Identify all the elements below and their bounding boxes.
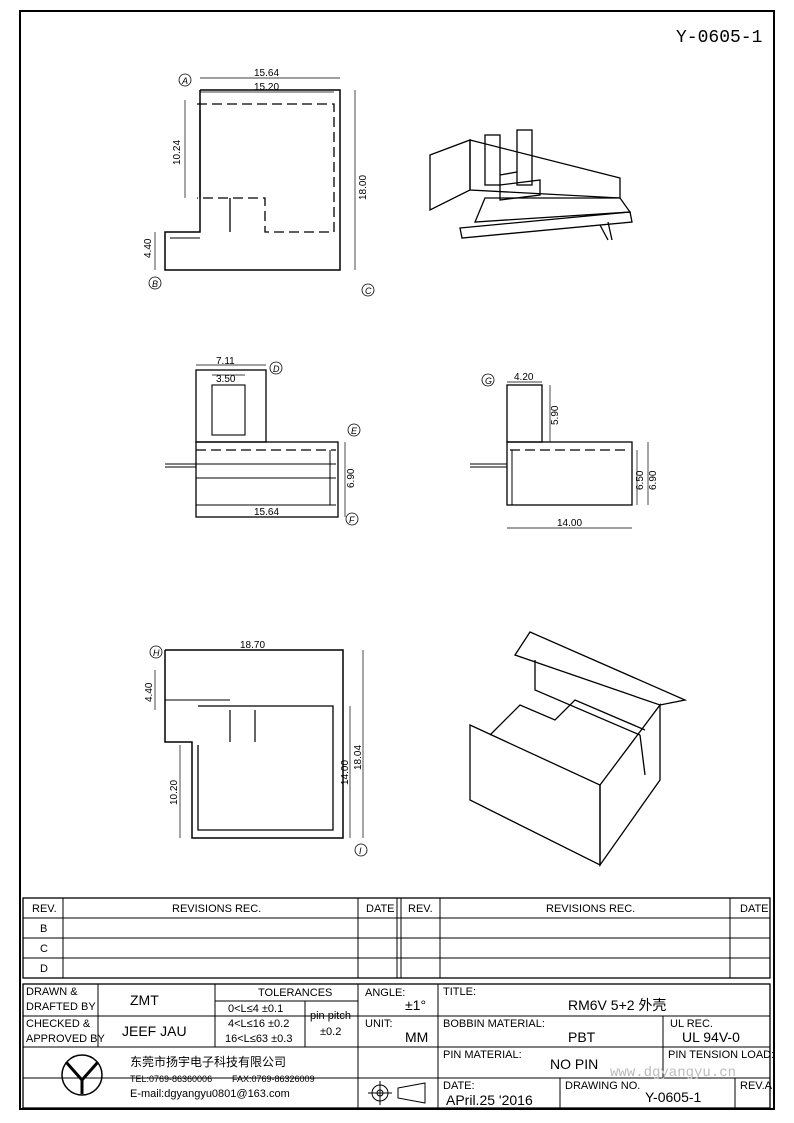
date-label: DATE:	[443, 1080, 475, 1092]
drawn-value: ZMT	[130, 992, 159, 1008]
tolerance-2: 4<L≤16 ±0.2	[228, 1018, 290, 1030]
dim-side-h-inner: 6.50	[635, 470, 646, 490]
rev-a-label: REV.A	[740, 1080, 773, 1092]
company-name: 东莞市扬宇电子科技有限公司	[130, 1055, 287, 1069]
angle-value: ±1°	[405, 997, 427, 1013]
title-block-lines	[22, 983, 771, 1109]
rev-row-b: B	[40, 923, 48, 935]
watermark: www.dgyangyu.cn	[610, 1065, 737, 1081]
dim-bottom-h-outer: 18.04	[353, 745, 364, 770]
dim-front-w-tab: 7.11	[216, 356, 235, 367]
label-d: D	[273, 364, 280, 374]
label-g: G	[485, 376, 492, 386]
revisions-table	[22, 897, 771, 979]
ul-label: UL REC.	[670, 1018, 713, 1030]
rev-desc-header-left: REVISIONS REC.	[172, 903, 262, 915]
bottom-view: 18.70 4.40 10.20 14.00 18.04 H I	[144, 640, 368, 857]
drawing-number-top: Y-0605-1	[676, 28, 763, 48]
checked-label-1: CHECKED &	[26, 1018, 91, 1030]
drawing-no-value: Y-0605-1	[645, 1089, 702, 1105]
tolerance-1: 0<L≤4 ±0.1	[228, 1003, 284, 1015]
dim-front-h: 6.90	[346, 468, 357, 488]
dim-front-w-base: 15.64	[254, 507, 279, 518]
unit-label: UNIT:	[365, 1018, 393, 1030]
unit-value: MM	[405, 1029, 429, 1045]
top-view: 15.64 15.20 10.24 18.00 4.40 A B C	[143, 68, 375, 297]
dim-top-w-outer: 15.64	[254, 68, 279, 79]
checked-value: JEEF JAU	[122, 1023, 187, 1039]
dim-top-h-left: 10.24	[172, 140, 183, 165]
dim-side-h-tab: 5.90	[550, 405, 561, 425]
dim-bottom-h-inner: 14.00	[340, 760, 351, 785]
tolerances-label: TOLERANCES	[258, 987, 333, 999]
drawing-sheet	[19, 10, 775, 1110]
label-b: B	[152, 279, 158, 289]
title-value: RM6V 5+2 外壳	[568, 997, 667, 1013]
rev-row-d: D	[40, 963, 48, 975]
rev-header-right: REV.	[408, 903, 433, 915]
pin-pitch-label: pin pitch	[310, 1010, 351, 1022]
dim-top-h-lower: 4.40	[143, 238, 154, 258]
angle-label: ANGLE:	[365, 987, 406, 999]
bobbin-value: PBT	[568, 1029, 596, 1045]
dim-side-w: 14.00	[557, 518, 582, 529]
label-i: I	[359, 846, 362, 856]
dim-top-w-inner: 15.20	[254, 82, 279, 93]
company-email: E-mail:dgyangyu0801@163.com	[130, 1088, 290, 1100]
bobbin-label: BOBBIN MATERIAL:	[443, 1018, 545, 1030]
dim-bottom-h-top: 4.40	[144, 682, 155, 702]
ul-value: UL 94V-0	[682, 1029, 740, 1045]
dim-side-w-tab: 4.20	[514, 372, 534, 383]
dim-bottom-w: 18.70	[240, 640, 265, 651]
iso-view-top	[429, 129, 633, 241]
front-view: 7.11 3.50 6.90 15.64 D E F	[165, 356, 361, 526]
pin-material-label: PIN MATERIAL:	[443, 1049, 522, 1061]
rev-date-header-right: DATE	[740, 903, 769, 915]
pin-pitch-value: ±0.2	[320, 1026, 342, 1038]
iso-view-bottom	[469, 631, 688, 868]
rev-row-c: C	[40, 943, 48, 955]
drawn-label-1: DRAWN &	[26, 986, 78, 998]
tolerance-3: 16<L≤63 ±0.3	[225, 1033, 293, 1045]
label-c: C	[365, 286, 372, 296]
label-h: H	[153, 648, 160, 658]
rev-desc-header-right: REVISIONS REC.	[546, 903, 636, 915]
company-fax: FAX:0769-86326009	[232, 1074, 315, 1084]
drawn-label-2: DRAFTED BY	[26, 1001, 96, 1013]
pin-tension-label: PIN TENSION LOAD:	[668, 1049, 775, 1061]
dim-top-h-total: 18.00	[358, 175, 369, 200]
label-a: A	[181, 76, 188, 86]
checked-label-2: APPROVED BY	[26, 1033, 105, 1045]
label-e: E	[351, 426, 358, 436]
drawing-no-label: DRAWING NO.	[565, 1080, 641, 1092]
dim-bottom-h-left: 10.20	[169, 780, 180, 805]
company-tel: TEL:0769-86360006	[130, 1074, 213, 1084]
label-f: F	[349, 515, 355, 525]
pin-material-value: NO PIN	[550, 1056, 599, 1072]
side-view: 4.20 5.90 6.50 6.90 14.00 G	[470, 372, 659, 529]
date-value: APril.25 '2016	[446, 1092, 533, 1108]
dim-front-w-slot: 3.50	[216, 374, 236, 385]
rev-header-left: REV.	[32, 903, 57, 915]
rev-date-header-left: DATE	[366, 903, 395, 915]
title-label: TITLE:	[443, 986, 477, 998]
dim-side-h-outer: 6.90	[648, 470, 659, 490]
